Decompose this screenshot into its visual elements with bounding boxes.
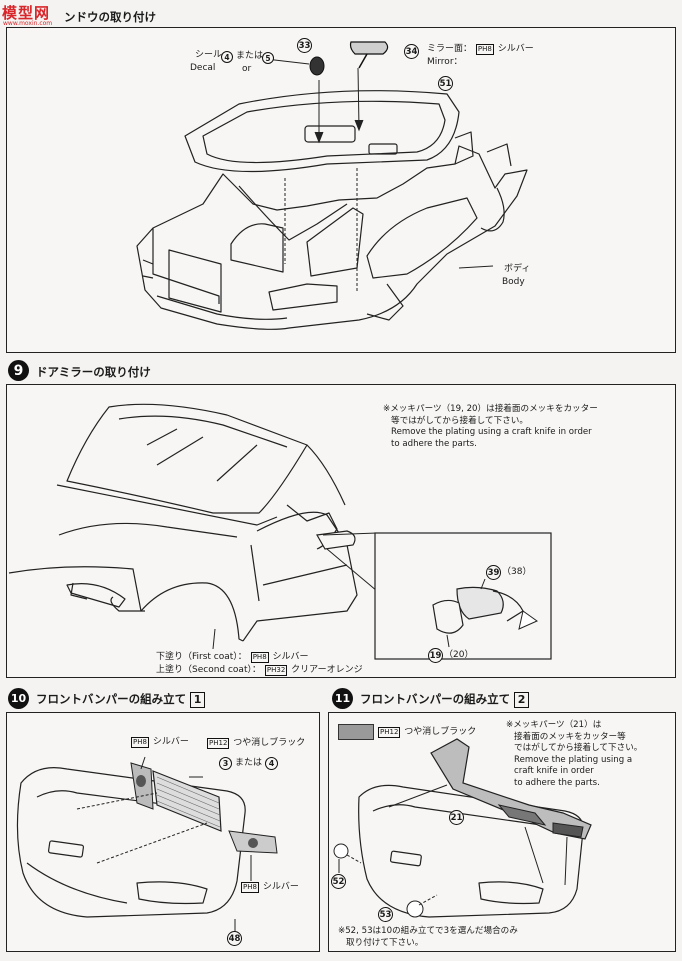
bumper-1-diagram	[16, 756, 278, 931]
panel-door-mirror	[6, 384, 676, 678]
mirror-paint-num: 8	[487, 45, 492, 53]
silver-color-10: シルバー	[152, 737, 189, 747]
silver2-label-10: PH8 シルバー	[240, 882, 299, 893]
matte-label-11: PH12 つや消しブラック	[377, 727, 476, 738]
door-mirror-diagram	[8, 403, 552, 660]
plating-note-11-line3: ではがしてから接着して下さい。	[514, 743, 643, 753]
mirror-color: シルバー	[497, 44, 534, 54]
or-jp: または	[236, 51, 264, 61]
window-body-diagram	[136, 41, 528, 330]
part-20-label: （20）	[444, 650, 474, 660]
body-en: Body	[502, 277, 525, 287]
site-logo: 模型网 www.moxin.com	[2, 2, 64, 30]
part-48-label: 48	[227, 931, 242, 946]
step-10-badge: 10	[8, 688, 29, 709]
logo-text: 模型网	[2, 4, 51, 22]
first-coat-paint-code: PH8	[250, 652, 269, 663]
window-glass	[184, 90, 460, 173]
or-jp-10: または	[235, 758, 263, 768]
footer-note-11-line1: ※52, 53は10の組み立てで3を選んだ場合のみ	[338, 926, 518, 936]
plating-note-11: ※メッキパーツ（21）は 接着面のメッキをカッター等 ではがしてから接着して下さ…	[506, 720, 642, 789]
matte-paint-code-11: PH12	[378, 727, 401, 738]
plating-note-11-line5: craft knife in order	[514, 766, 594, 776]
silver2-paint-code-10: PH8	[241, 882, 259, 893]
panel-window	[6, 27, 676, 353]
second-coat-line: 上塗り（Second coat）： PH32 クリアーオレンジ	[156, 665, 363, 676]
decal-jp: シール	[195, 50, 223, 60]
first-coat-label: 下塗り（First coat）：	[156, 652, 247, 662]
matte-color-11: つや消しブラック	[404, 727, 477, 737]
part-52-label: 52	[331, 874, 346, 889]
front-bumper	[16, 767, 246, 918]
part-39-label: 39	[486, 565, 501, 580]
body-shell	[136, 145, 528, 330]
matte-color-10: つや消しブラック	[233, 738, 306, 748]
decal-part-a: 4	[221, 51, 233, 63]
plating-note-9: ※メッキパーツ（19, 20）は接着面のメッキをカッター 等ではがしてから接着し…	[383, 404, 598, 450]
part-33-label: 33	[297, 38, 312, 53]
step-11-badge: 11	[332, 688, 353, 709]
plating-note-9-line2: 等ではがしてから接着して下さい。	[391, 415, 528, 426]
decal-en: Decal	[190, 63, 216, 73]
step-10-box: 1	[190, 691, 206, 708]
windshield	[66, 403, 308, 514]
matte-paint-code-10: PH12	[207, 738, 230, 749]
grille-part	[152, 770, 222, 832]
part-19-label: 19	[428, 648, 443, 663]
or-en: or	[242, 64, 252, 74]
decal-label-jp: シール	[195, 50, 222, 61]
logo-url: www.moxin.com	[3, 20, 53, 27]
matte-black-swatch	[338, 724, 374, 740]
first-coat-color: シルバー	[272, 652, 309, 662]
step-9-title: ドアミラーの取り付け	[36, 365, 151, 379]
plating-note-11-line2: 接着面のメッキをカッター等	[514, 731, 626, 742]
window-section-title: ンドウの取り付け	[64, 10, 156, 24]
body-jp: ボディ	[504, 264, 531, 274]
part-4-label: 4	[265, 757, 278, 770]
step-11-box: 2	[514, 691, 530, 708]
panel-bumper-1	[6, 712, 320, 952]
silver2-color-10: シルバー	[262, 882, 299, 892]
part-34-label: 34	[404, 44, 419, 59]
plating-note-11-line4: Remove the plating using a	[514, 754, 633, 765]
step-9-badge: 9	[8, 360, 29, 381]
decal-part-b: 5	[262, 52, 274, 64]
footer-note-11-line2: 取り付けて下さい。	[346, 937, 424, 948]
mirror-paint-code: PH8	[475, 44, 494, 55]
matte-label-10: PH12 つや消しブラック	[206, 738, 305, 749]
second-coat-paint-code: PH32	[264, 665, 288, 676]
bumper-2-diagram	[333, 738, 592, 918]
part-38-label: （38）	[502, 567, 532, 577]
plating-note-9-line3: Remove the plating using a craft knife i…	[391, 427, 592, 437]
silver-paint-code-10: PH8	[131, 737, 149, 748]
footer-note-11: ※52, 53は10の組み立てで3を選んだ場合のみ 取り付けて下さい。	[338, 926, 518, 949]
silver-label-10: PH8 シルバー	[130, 737, 189, 748]
part-51-label: 51	[438, 76, 453, 91]
mirror-jp: ミラー面：	[427, 44, 473, 54]
mirror-label: ミラー面： PH8 シルバー	[427, 44, 534, 55]
plating-note-9-line4: to adhere the parts.	[391, 438, 477, 449]
second-coat-label: 上塗り（Second coat）：	[156, 665, 261, 675]
front-bumper-2	[358, 784, 584, 918]
part-53-label: 53	[378, 907, 393, 922]
mirror-en: Mirror：	[427, 57, 463, 67]
part-21-label: 21	[449, 810, 464, 825]
plating-note-11-line6: to adhere the parts.	[514, 777, 600, 788]
part-3-label: 3	[219, 757, 232, 770]
plating-note-9-line1: ※メッキパーツ（19, 20）は接着面のメッキをカッター	[383, 404, 598, 414]
plating-note-11-line1: ※メッキパーツ（21）は	[506, 720, 602, 730]
first-coat-line: 下塗り（First coat）： PH8 シルバー	[156, 652, 309, 663]
second-coat-color: クリアーオレンジ	[291, 665, 363, 675]
